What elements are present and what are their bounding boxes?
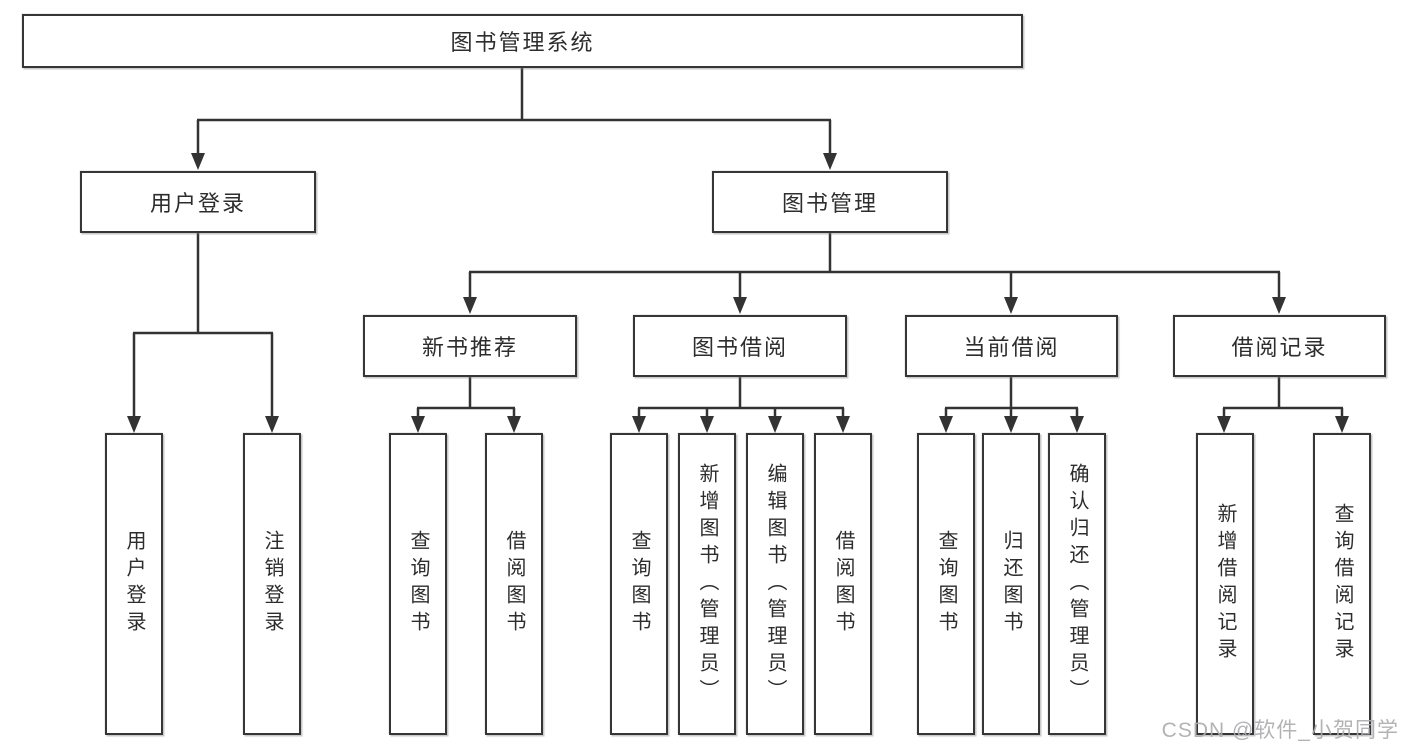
node-borrowing-records: 借阅记录 (1173, 315, 1386, 377)
leaf-query-borrow-record: 查询借阅记录 (1313, 433, 1371, 735)
node-label: 借阅记录 (1231, 335, 1328, 360)
csdn-watermark: CSDN @软件_小贺同学 (1161, 719, 1399, 742)
node-label: 图书借阅 (691, 335, 788, 360)
leaf-user-login: 用户登录 (105, 433, 163, 735)
connector-root (191, 68, 837, 170)
node-label: 注销登录 (261, 530, 283, 638)
node-new-book-recommend: 新书推荐 (363, 315, 577, 377)
connector-new-book-recommend (411, 377, 521, 433)
node-label: 用户登录 (123, 530, 145, 638)
arrow-down-icon (632, 416, 646, 433)
node-label: 查询借阅记录 (1331, 503, 1353, 665)
leaf-logout: 注销登录 (243, 433, 301, 735)
leaf-confirm-return-admin: 确认归还（管理员） (1048, 433, 1106, 735)
leaf-query-books-borrowing: 查询图书 (610, 433, 668, 735)
node-label: 查询图书 (628, 530, 650, 638)
node-label: 查询图书 (935, 530, 957, 638)
arrow-down-icon (191, 153, 205, 170)
leaf-query-books-recommend: 查询图书 (389, 433, 447, 735)
connector-book-management (463, 233, 1286, 314)
arrow-down-icon (1335, 416, 1349, 433)
connector-book-borrowing (632, 377, 850, 433)
arrow-down-icon (700, 416, 714, 433)
node-label: 图书管理 (781, 191, 878, 216)
node-label: 图书管理系统 (450, 30, 595, 55)
node-label: 借阅图书 (832, 530, 854, 638)
arrow-down-icon (1217, 416, 1231, 433)
node-label: 归还图书 (1000, 530, 1022, 638)
connector-user-login (127, 233, 279, 433)
node-library-management-system: 图书管理系统 (22, 14, 1023, 68)
arrow-down-icon (1004, 297, 1018, 314)
arrow-down-icon (733, 297, 747, 314)
arrow-down-icon (768, 416, 782, 433)
arrow-down-icon (265, 416, 279, 433)
leaf-return-books: 归还图书 (982, 433, 1040, 735)
node-user-login: 用户登录 (80, 171, 316, 233)
arrow-down-icon (939, 416, 953, 433)
node-label: 用户登录 (149, 191, 246, 216)
leaf-borrow-books-recommend: 借阅图书 (485, 433, 543, 735)
arrow-down-icon (463, 297, 477, 314)
arrow-down-icon (507, 416, 521, 433)
node-label: 新增图书（管理员） (696, 462, 718, 706)
arrow-down-icon (836, 416, 850, 433)
node-book-management: 图书管理 (712, 171, 948, 233)
node-label: 新增借阅记录 (1214, 503, 1236, 665)
arrow-down-icon (823, 153, 837, 170)
leaf-borrow-books: 借阅图书 (814, 433, 872, 735)
connector-borrowing-records (1217, 377, 1349, 433)
arrow-down-icon (411, 416, 425, 433)
arrow-down-icon (1004, 416, 1018, 433)
connector-current-borrowing (939, 377, 1084, 433)
node-current-borrowing: 当前借阅 (905, 315, 1118, 377)
leaf-add-borrow-record: 新增借阅记录 (1196, 433, 1254, 735)
node-label: 借阅图书 (503, 530, 525, 638)
leaf-add-books-admin: 新增图书（管理员） (678, 433, 736, 735)
leaf-query-books-current: 查询图书 (917, 433, 975, 735)
node-label: 当前借阅 (963, 335, 1060, 360)
arrow-down-icon (1272, 297, 1286, 314)
node-label: 编辑图书（管理员） (764, 462, 786, 706)
node-label: 查询图书 (407, 530, 429, 638)
node-book-borrowing: 图书借阅 (633, 315, 847, 377)
arrow-down-icon (1070, 416, 1084, 433)
leaf-edit-books-admin: 编辑图书（管理员） (746, 433, 804, 735)
arrow-down-icon (127, 416, 141, 433)
node-label: 确认归还（管理员） (1066, 462, 1088, 706)
node-label: 新书推荐 (421, 335, 518, 360)
